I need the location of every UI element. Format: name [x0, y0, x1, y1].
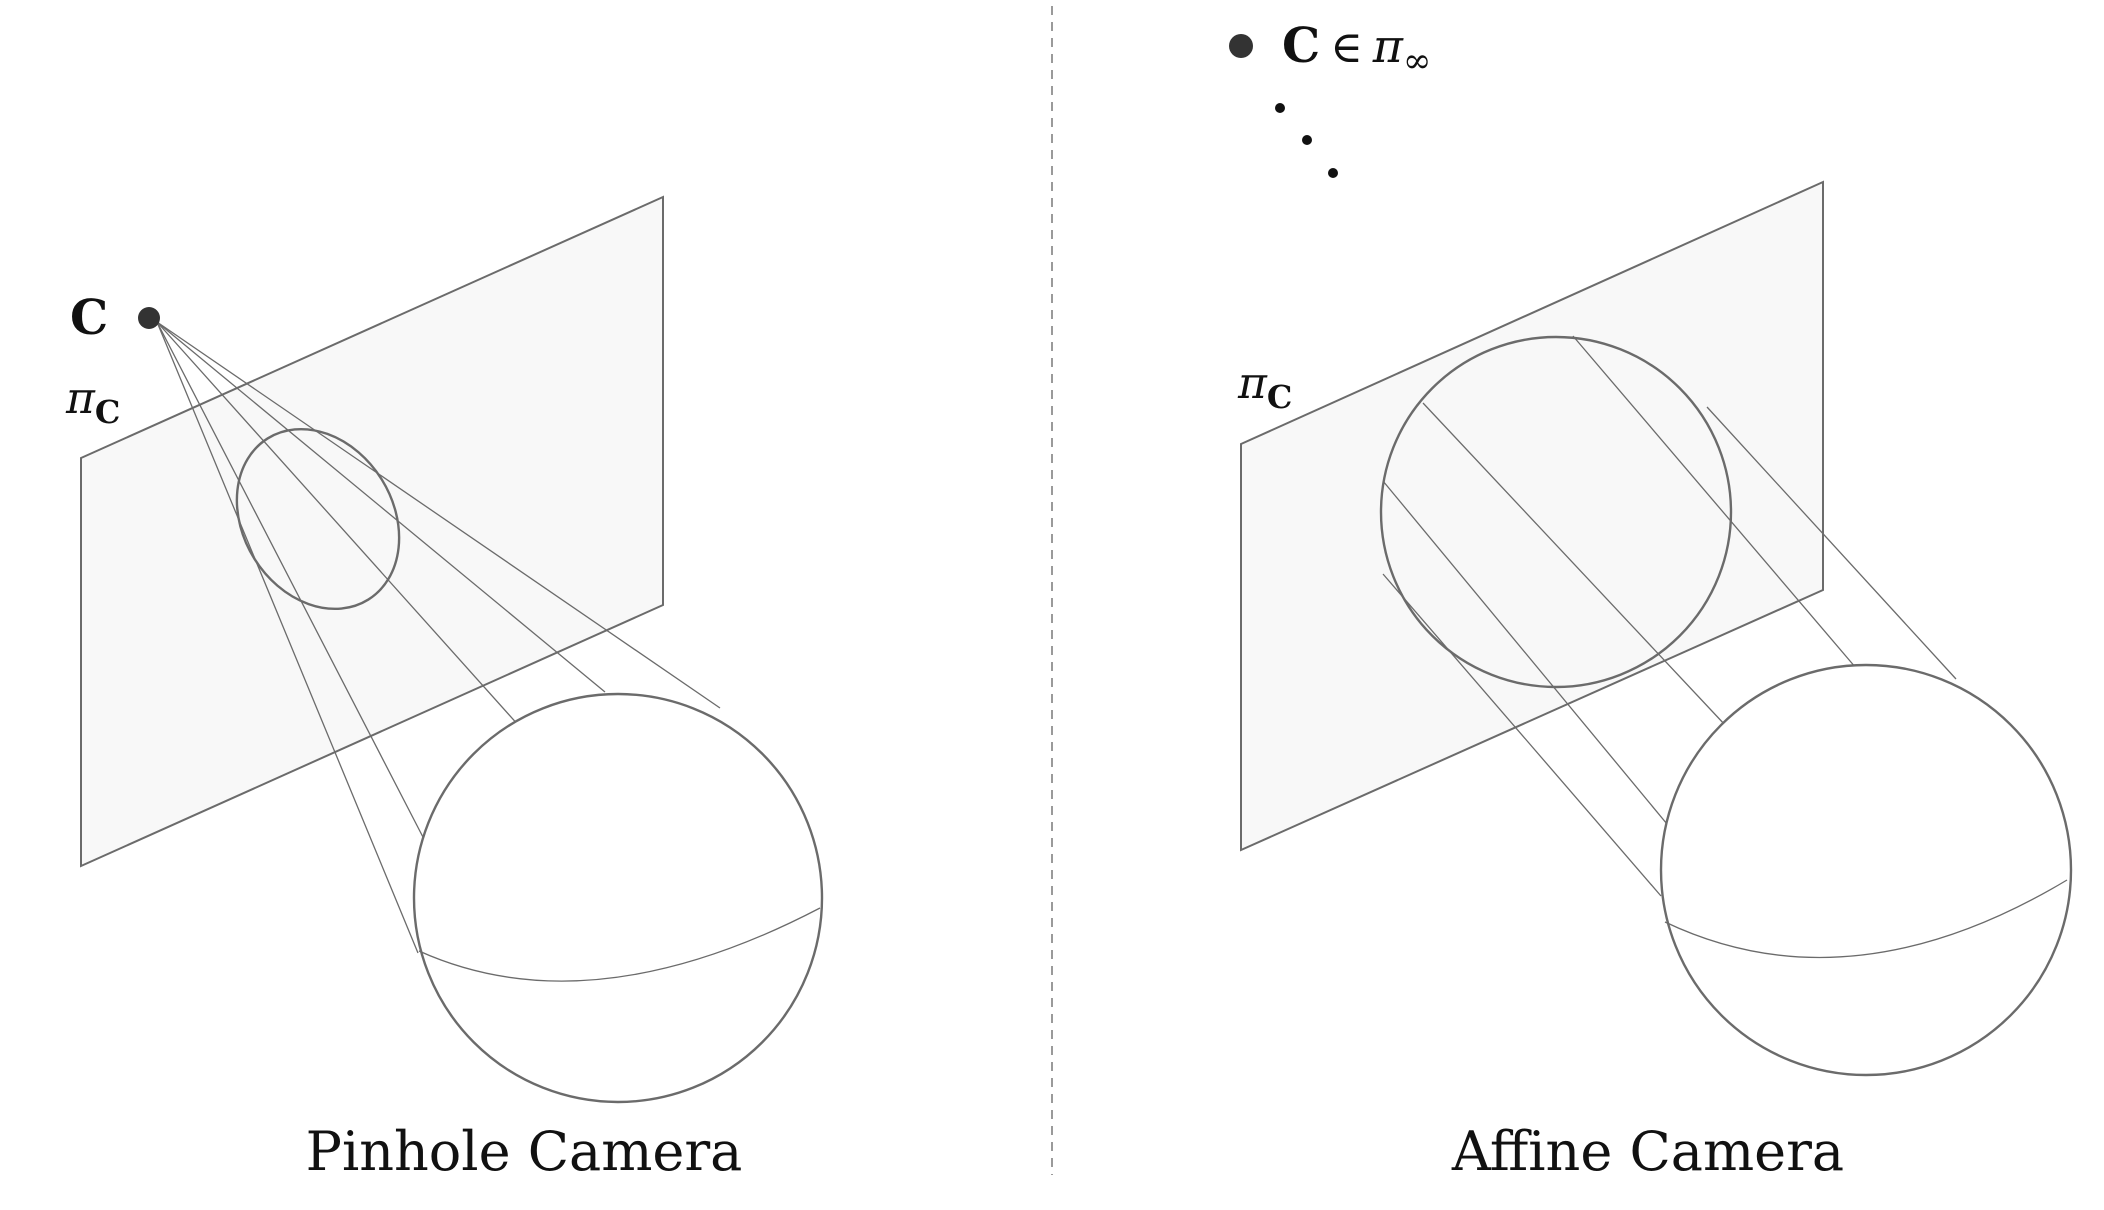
projection-ray — [156, 321, 521, 728]
projection-ray — [1382, 480, 1668, 825]
projection-ray — [156, 321, 426, 842]
projection-ray — [156, 321, 606, 693]
projection-ray — [156, 321, 419, 954]
projection-ray — [156, 321, 721, 709]
projection-ray — [1572, 335, 1857, 669]
sphere — [412, 692, 824, 1104]
parallel-projection-rays — [1382, 335, 1957, 897]
image-plane — [1240, 180, 1824, 852]
ellipsis-dot — [1302, 135, 1312, 145]
principal-plane-label: πC — [1237, 358, 1292, 416]
camera-center-point — [138, 307, 160, 329]
projection-ray — [1382, 573, 1662, 897]
ellipsis-dot — [1275, 103, 1285, 113]
sphere-equator — [1664, 879, 2068, 959]
camera-center-point — [1229, 34, 1253, 58]
camera-center-label: C — [70, 290, 108, 346]
pinhole-camera-caption: Pinhole Camera — [306, 1120, 743, 1183]
projection-ray — [1422, 402, 1727, 727]
affine-camera-caption: Affine Camera — [1451, 1120, 1844, 1183]
projection-rays — [156, 321, 721, 954]
sphere-equator — [418, 907, 821, 982]
projected-image-ellipse — [235, 427, 401, 611]
projection-ray — [1706, 406, 1957, 680]
camera-center-at-infinity-label: C∈π∞ — [1282, 18, 1431, 81]
ellipsis-dots — [1275, 103, 1338, 178]
sphere-object — [1659, 663, 2073, 1077]
ellipsis-dot — [1328, 168, 1338, 178]
image-plane — [80, 195, 664, 868]
principal-plane-label: πC — [65, 373, 120, 431]
sphere-object — [412, 692, 824, 1104]
pinhole-camera-panel: C πC Pinhole Camera — [65, 195, 824, 1183]
affine-camera-panel: C∈π∞ πC Affine Camera — [1229, 18, 2073, 1183]
sphere — [1659, 663, 2073, 1077]
projected-image-circle — [1379, 335, 1733, 689]
